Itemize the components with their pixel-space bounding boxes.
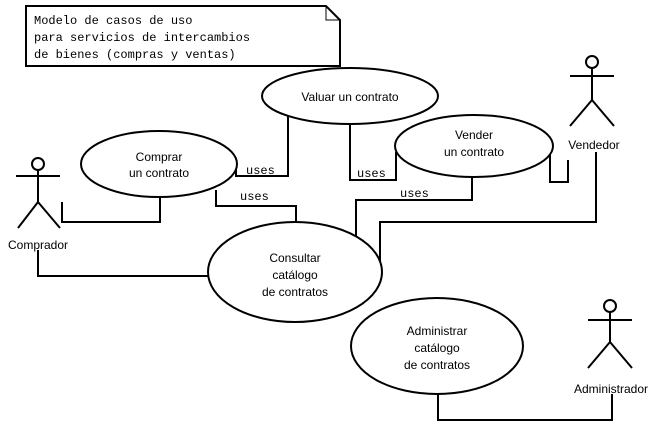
uses-label-vender-consultar: uses bbox=[400, 187, 429, 201]
use-case-comprar-label-2: un contrato bbox=[129, 166, 189, 180]
uses-label-vender-valuar: uses bbox=[357, 167, 386, 181]
assoc-administrador-administrar bbox=[437, 392, 613, 421]
use-case-administrar-label-3: de contratos bbox=[404, 358, 470, 372]
assoc-comprador-consultar bbox=[37, 250, 212, 277]
stick-figure-icon bbox=[569, 55, 615, 127]
use-case-valuar-label: Valuar un contrato bbox=[301, 90, 398, 104]
actor-comprador: Comprador bbox=[8, 157, 68, 252]
assoc-comprador-comprar bbox=[61, 196, 161, 223]
use-case-consultar-label-1: Consultar bbox=[269, 251, 320, 265]
actor-administrador-label: Administrador bbox=[574, 382, 648, 396]
use-case-comprar-label-1: Comprar bbox=[136, 150, 183, 164]
note-line-1: Modelo de casos de uso bbox=[34, 14, 192, 28]
use-case-vender-label-2: un contrato bbox=[444, 145, 504, 159]
use-case-administrar-label-2: catálogo bbox=[414, 341, 460, 355]
use-case-administrar-label-1: Administrar bbox=[407, 324, 468, 338]
stick-figure-icon bbox=[587, 299, 633, 369]
uses-label-comprar-valuar: uses bbox=[246, 164, 275, 178]
actor-comprador-label: Comprador bbox=[8, 238, 68, 252]
uses-label-comprar-consultar: uses bbox=[240, 190, 269, 204]
actor-vendedor-label: Vendedor bbox=[568, 138, 619, 152]
assoc-vendedor-consultar bbox=[379, 152, 597, 270]
rel-vender-consultar bbox=[355, 176, 473, 240]
rel-vender-valuar bbox=[349, 118, 397, 181]
use-case-administrar: Administrar catálogo de contratos bbox=[350, 297, 524, 395]
use-case-consultar: Consultar catálogo de contratos bbox=[207, 221, 383, 323]
use-case-valuar: Valuar un contrato bbox=[261, 67, 439, 125]
use-case-vender-label-1: Vender bbox=[455, 128, 493, 142]
note-line-3: de bienes (compras y ventas) bbox=[34, 48, 236, 62]
actor-vendedor: Vendedor bbox=[568, 55, 620, 152]
stick-figure-icon bbox=[16, 157, 61, 229]
use-case-consultar-label-3: de contratos bbox=[262, 285, 328, 299]
use-case-vender: Vender un contrato bbox=[394, 114, 554, 178]
note-line-2: para servicios de intercambios bbox=[34, 31, 250, 45]
use-case-comprar: Comprar un contrato bbox=[80, 130, 238, 198]
rel-comprar-consultar bbox=[215, 190, 297, 228]
diagram-note: Modelo de casos de uso para servicios de… bbox=[25, 5, 341, 67]
actor-administrador: Administrador bbox=[574, 299, 648, 396]
use-case-consultar-label-2: catálogo bbox=[272, 268, 318, 282]
assoc-vendedor-vender bbox=[549, 140, 569, 183]
